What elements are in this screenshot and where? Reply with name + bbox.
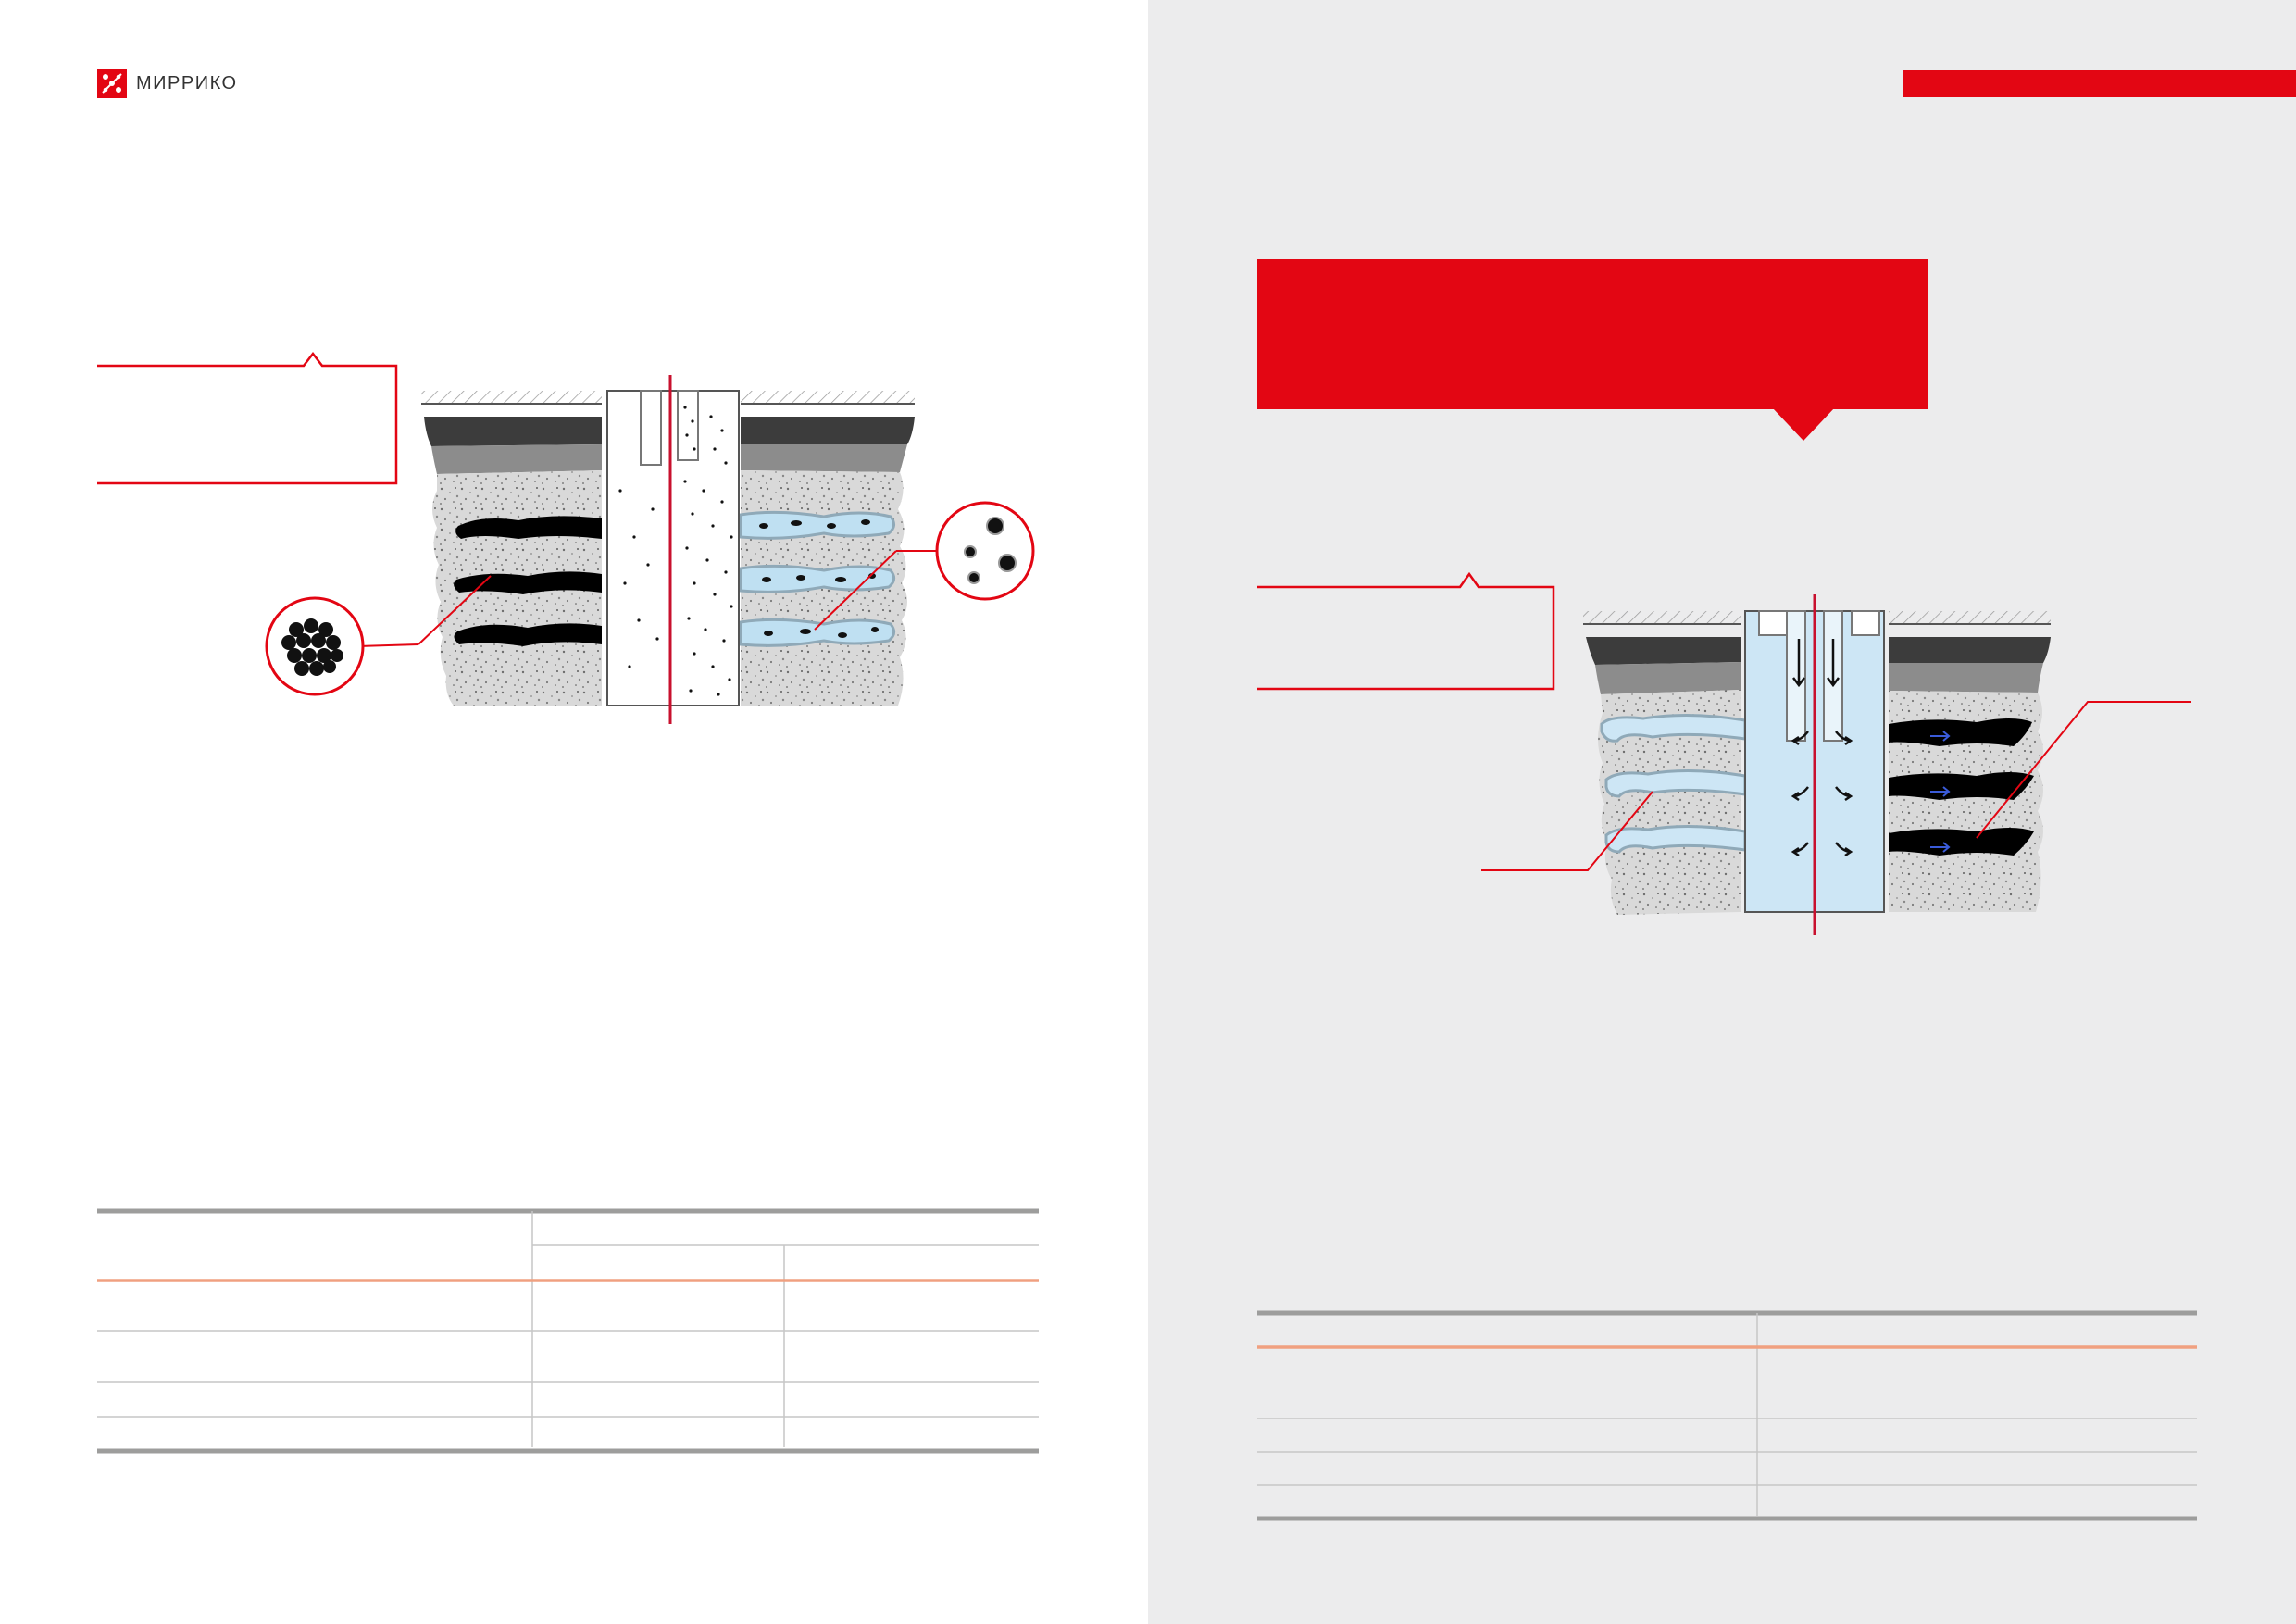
flow-arrows-icon bbox=[1791, 639, 1853, 857]
red-title-banner bbox=[1257, 259, 1928, 409]
right-data-table bbox=[1257, 1310, 2197, 1521]
dispersed-particles-icon bbox=[964, 517, 1017, 584]
brand-logo[interactable]: МИРРИКО bbox=[97, 69, 238, 98]
top-accent-bar bbox=[1903, 70, 2296, 97]
soil-strata-diagram bbox=[97, 351, 1035, 724]
left-page bbox=[0, 0, 1148, 1624]
cleaned-fracture-icon bbox=[1600, 713, 1747, 854]
well-treatment-diagram bbox=[1257, 571, 2191, 935]
mirriko-logo-icon bbox=[97, 69, 127, 98]
particle-cluster-icon bbox=[281, 618, 343, 676]
callout-box-right bbox=[1257, 571, 1555, 691]
callout-box bbox=[97, 351, 398, 485]
banner-pointer bbox=[1772, 407, 1835, 441]
brand-name: МИРРИКО bbox=[136, 72, 238, 94]
left-data-table bbox=[97, 1208, 1039, 1454]
